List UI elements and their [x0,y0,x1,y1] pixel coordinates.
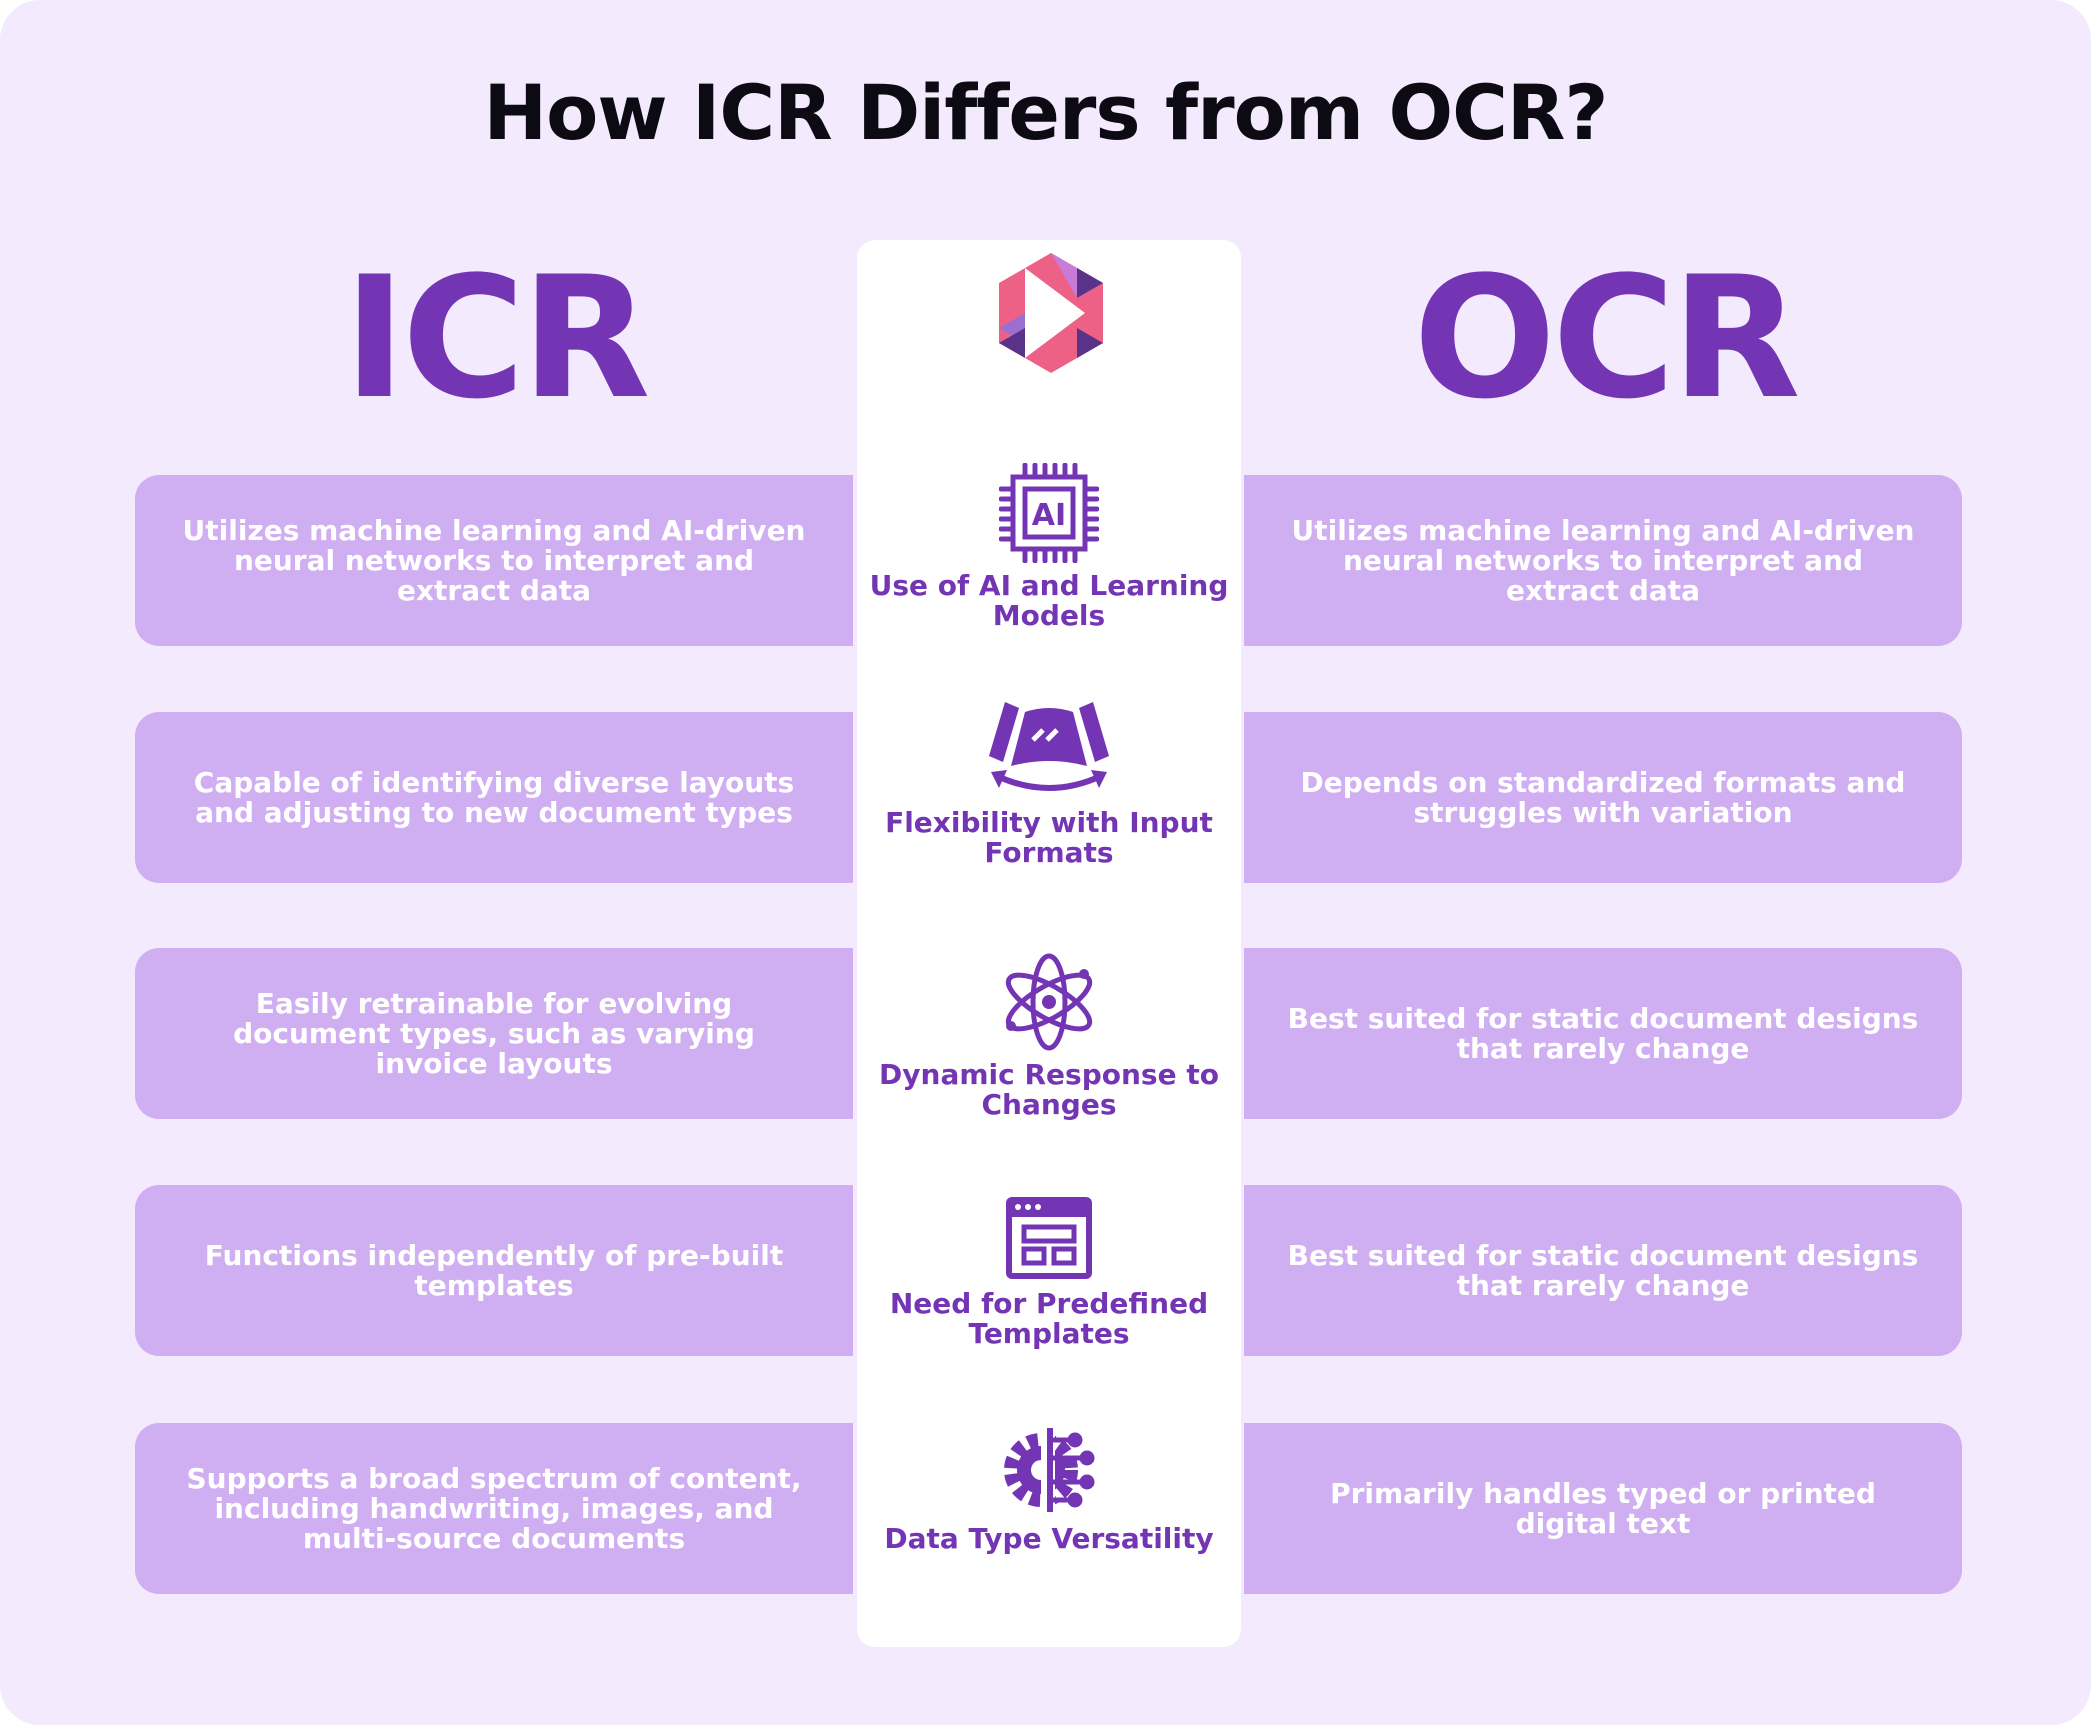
feature-label: Flexibility with Input Formats [885,806,1213,869]
feature-predefined-templates: Need for Predefined Templates [857,1195,1241,1349]
atom-icon [1005,953,1093,1051]
ai-chip-icon: AI [999,463,1099,563]
ocr-heading: OCR [1413,240,1800,436]
icr-description-data-types: Supports a broad spectrum of content, in… [135,1423,853,1594]
logo-icon [999,253,1103,373]
icr-description-ai: Utilizes machine learning and AI-driven … [135,475,853,646]
template-icon [1006,1197,1092,1279]
icr-description-dynamic: Easily retrainable for evolving document… [135,948,853,1119]
feature-label: Need for Predefined Templates [889,1287,1209,1350]
page-title: How ICR Differs from OCR? [483,68,1609,157]
svg-text:AI: AI [1032,498,1066,533]
ocr-description-data-types: Primarily handles typed or printed digit… [1244,1423,1962,1594]
feature-label: Dynamic Response to Changes [879,1058,1219,1121]
icr-heading: ICR [343,240,650,436]
icr-description-flexibility: Capable of identifying diverse layouts a… [135,712,853,883]
icr-description-templates: Functions independently of pre-built tem… [135,1185,853,1356]
ocr-description-ai: Utilizes machine learning and AI-driven … [1244,475,1962,646]
feature-label: Data Type Versatility [884,1522,1214,1555]
feature-ai-learning: AI Use of AI and Learning Models [857,463,1241,631]
flexible-display-icon [989,702,1109,791]
feature-data-type-versatility: Data Type Versatility [857,1424,1241,1554]
feature-label: Use of AI and Learning Models [869,569,1229,632]
ocr-description-dynamic: Best suited for static document designs … [1244,948,1962,1119]
data-gear-icon [1004,1424,1095,1516]
feature-dynamic-response: Dynamic Response to Changes [857,952,1241,1120]
ocr-description-flexibility: Depends on standardized formats and stru… [1244,712,1962,883]
feature-flexibility: Flexibility with Input Formats [857,700,1241,868]
ocr-description-templates: Best suited for static document designs … [1244,1185,1962,1356]
